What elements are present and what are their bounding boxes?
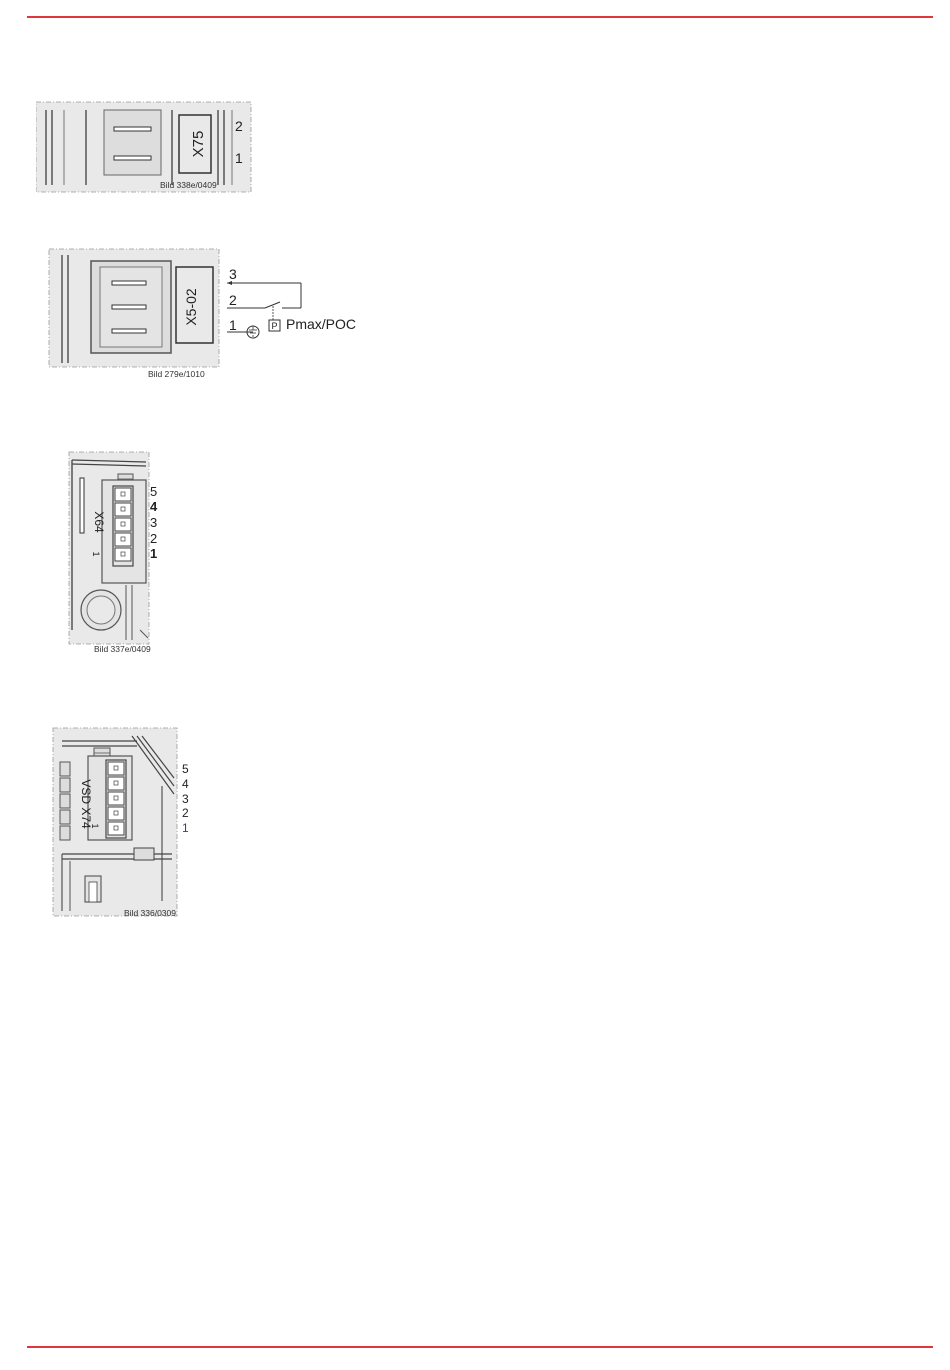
- pin-label: 1: [182, 821, 189, 835]
- pin-label: 1: [235, 150, 243, 166]
- pin-label: 4: [182, 777, 189, 791]
- pin-label: 3: [229, 266, 237, 282]
- pin-label: 2: [182, 806, 189, 820]
- pin-label: 2: [235, 118, 243, 134]
- connector-label: X5-02: [183, 288, 199, 326]
- pin-label: 2: [229, 292, 237, 308]
- x75-connector-drawing: X75 Bild 338e/0409: [36, 100, 266, 195]
- pin-label: 3: [182, 792, 189, 806]
- connector-label: X64: [92, 511, 106, 533]
- pin-label: 3: [150, 515, 157, 530]
- figure-x64: X64 1 Bild 337e/0409: [68, 450, 153, 655]
- pin-one-mark: 1: [90, 823, 100, 828]
- connector-label: VSD X74: [79, 779, 93, 829]
- pin-label: 5: [182, 762, 189, 776]
- figure-x74: VSD X74 1 Bild 336/0309: [52, 726, 182, 921]
- figure-caption: Bild 337e/0409: [94, 644, 151, 654]
- pin-label: 5: [150, 484, 157, 499]
- footer-rule: [27, 1346, 933, 1348]
- pin-label: 4: [150, 499, 157, 514]
- figure-x5-02: X5-02 P Pmax/POC Bild 279e/1010: [48, 245, 378, 385]
- pin-label: 2: [150, 531, 157, 546]
- pin-one-mark: 1: [91, 551, 101, 556]
- connector-label: X75: [190, 131, 207, 158]
- x74-connector-drawing: VSD X74 1 Bild 336/0309: [52, 726, 182, 921]
- header-rule: [27, 16, 933, 18]
- x5-02-connector-drawing: X5-02 P Pmax/POC Bild 279e/1010: [48, 245, 378, 385]
- x64-connector-drawing: X64 1 Bild 337e/0409: [68, 450, 153, 655]
- figure-caption: Bild 338e/0409: [160, 180, 217, 190]
- figure-x75: X75 Bild 338e/0409: [36, 100, 266, 195]
- figure-caption: Bild 336/0309: [124, 908, 176, 918]
- pin-label: 1: [150, 546, 157, 561]
- figure-caption: Bild 279e/1010: [148, 369, 205, 379]
- switch-symbol: P: [271, 321, 277, 331]
- switch-label: Pmax/POC: [286, 316, 356, 332]
- pin-label: 1: [229, 317, 237, 333]
